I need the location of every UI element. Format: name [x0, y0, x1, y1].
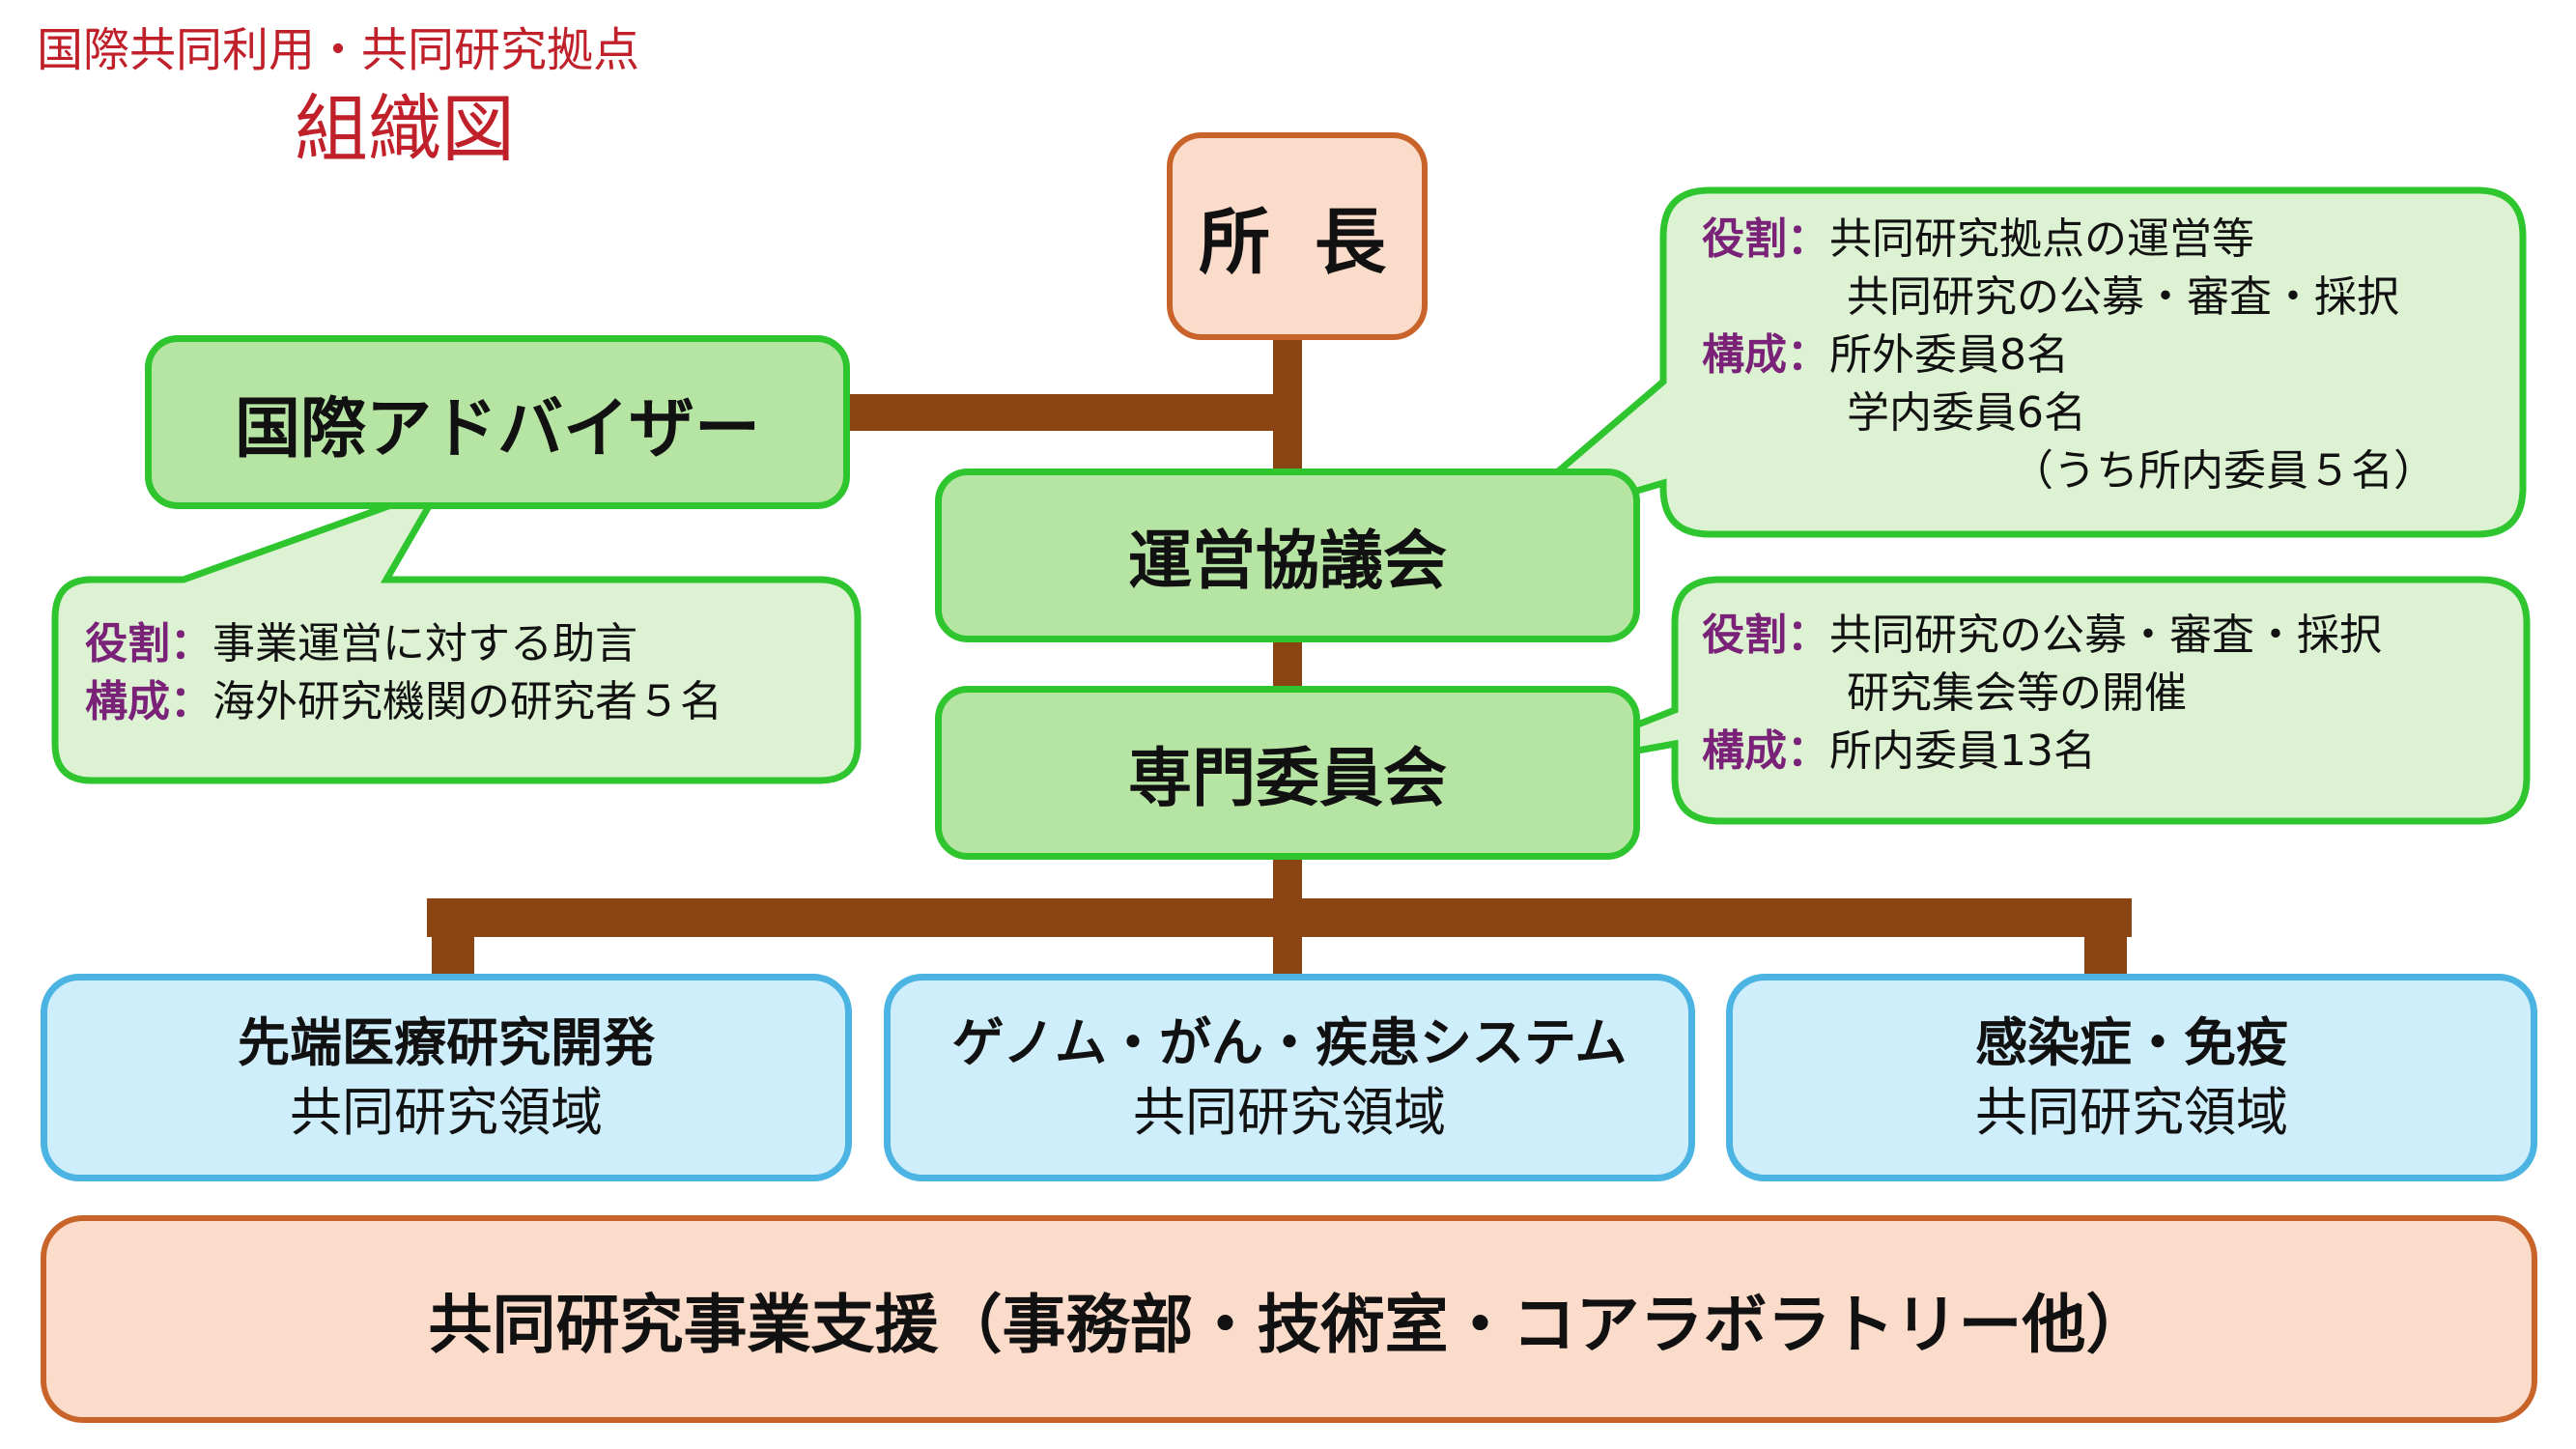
area-name: 感染症・免疫 — [1975, 1011, 2288, 1073]
committee-composition-label: 構成： — [1702, 726, 1829, 776]
connector-trunk — [1273, 328, 1302, 976]
council-composition-line: 学内委員6名 — [1847, 388, 2086, 438]
committee-box: 専門委員会 — [935, 686, 1640, 860]
connector-advisor — [848, 394, 1273, 431]
council-composition-line: （うち所内委員５名） — [2011, 446, 2436, 496]
area-name: 先端医療研究開発 — [238, 1011, 655, 1073]
area-sub: 共同研究領域 — [1133, 1081, 1446, 1143]
committee-role-line: 共同研究の公募・審査・採択 — [1829, 611, 2382, 660]
council-box: 運営協議会 — [935, 469, 1640, 642]
connector-bus — [427, 898, 2132, 937]
advisor-composition-label: 構成： — [85, 677, 212, 726]
council-role-line: 共同研究の公募・審査・採択 — [1847, 272, 2399, 322]
callout-committee-bubble — [1513, 576, 2531, 825]
committee-callout-text: 役割：共同研究の公募・審査・採択 研究集会等の開催 構成：所内委員13名 — [1702, 607, 2382, 781]
council-callout-text: 役割：共同研究拠点の運営等 共同研究の公募・審査・採択 構成：所外委員8名 学内… — [1702, 211, 2436, 500]
committee-role-line: 研究集会等の開催 — [1847, 668, 2187, 718]
area-name: ゲノム・がん・疾患システム — [951, 1011, 1628, 1073]
council-composition-label: 構成： — [1702, 330, 1829, 380]
callout-advisor-bubble — [51, 481, 862, 784]
support-box: 共同研究事業支援（事務部・技術室・コアラボラトリー他） — [41, 1215, 2537, 1423]
header-subtitle: 国際共同利用・共同研究拠点 — [37, 23, 640, 77]
area-sub: 共同研究領域 — [290, 1081, 603, 1143]
advisor-role: 事業運営に対する助言 — [212, 619, 637, 668]
connector-area-left — [432, 898, 474, 974]
council-role-line: 共同研究拠点の運営等 — [1829, 214, 2254, 264]
committee-composition: 所内委員13名 — [1829, 726, 2096, 776]
area-box-genome-cancer: ゲノム・がん・疾患システム 共同研究領域 — [884, 974, 1695, 1181]
callout-council-bubble — [1480, 186, 2527, 540]
area-sub: 共同研究領域 — [1975, 1081, 2288, 1143]
area-box-infection-immunity: 感染症・免疫 共同研究領域 — [1726, 974, 2537, 1181]
header-title: 組織図 — [295, 86, 515, 172]
committee-role-label: 役割： — [1702, 611, 1829, 660]
connector-area-right — [2084, 898, 2127, 974]
area-box-advanced-medicine: 先端医療研究開発 共同研究領域 — [41, 974, 852, 1181]
advisor-composition: 海外研究機関の研究者５名 — [212, 677, 722, 726]
advisor-role-label: 役割： — [85, 619, 212, 668]
advisor-callout-text: 役割：事業運営に対する助言 構成：海外研究機関の研究者５名 — [85, 615, 722, 731]
council-role-label: 役割： — [1702, 214, 1829, 264]
advisor-box: 国際アドバイザー — [145, 335, 850, 509]
council-composition-line: 所外委員8名 — [1829, 330, 2069, 380]
director-box: 所 長 — [1167, 132, 1428, 340]
